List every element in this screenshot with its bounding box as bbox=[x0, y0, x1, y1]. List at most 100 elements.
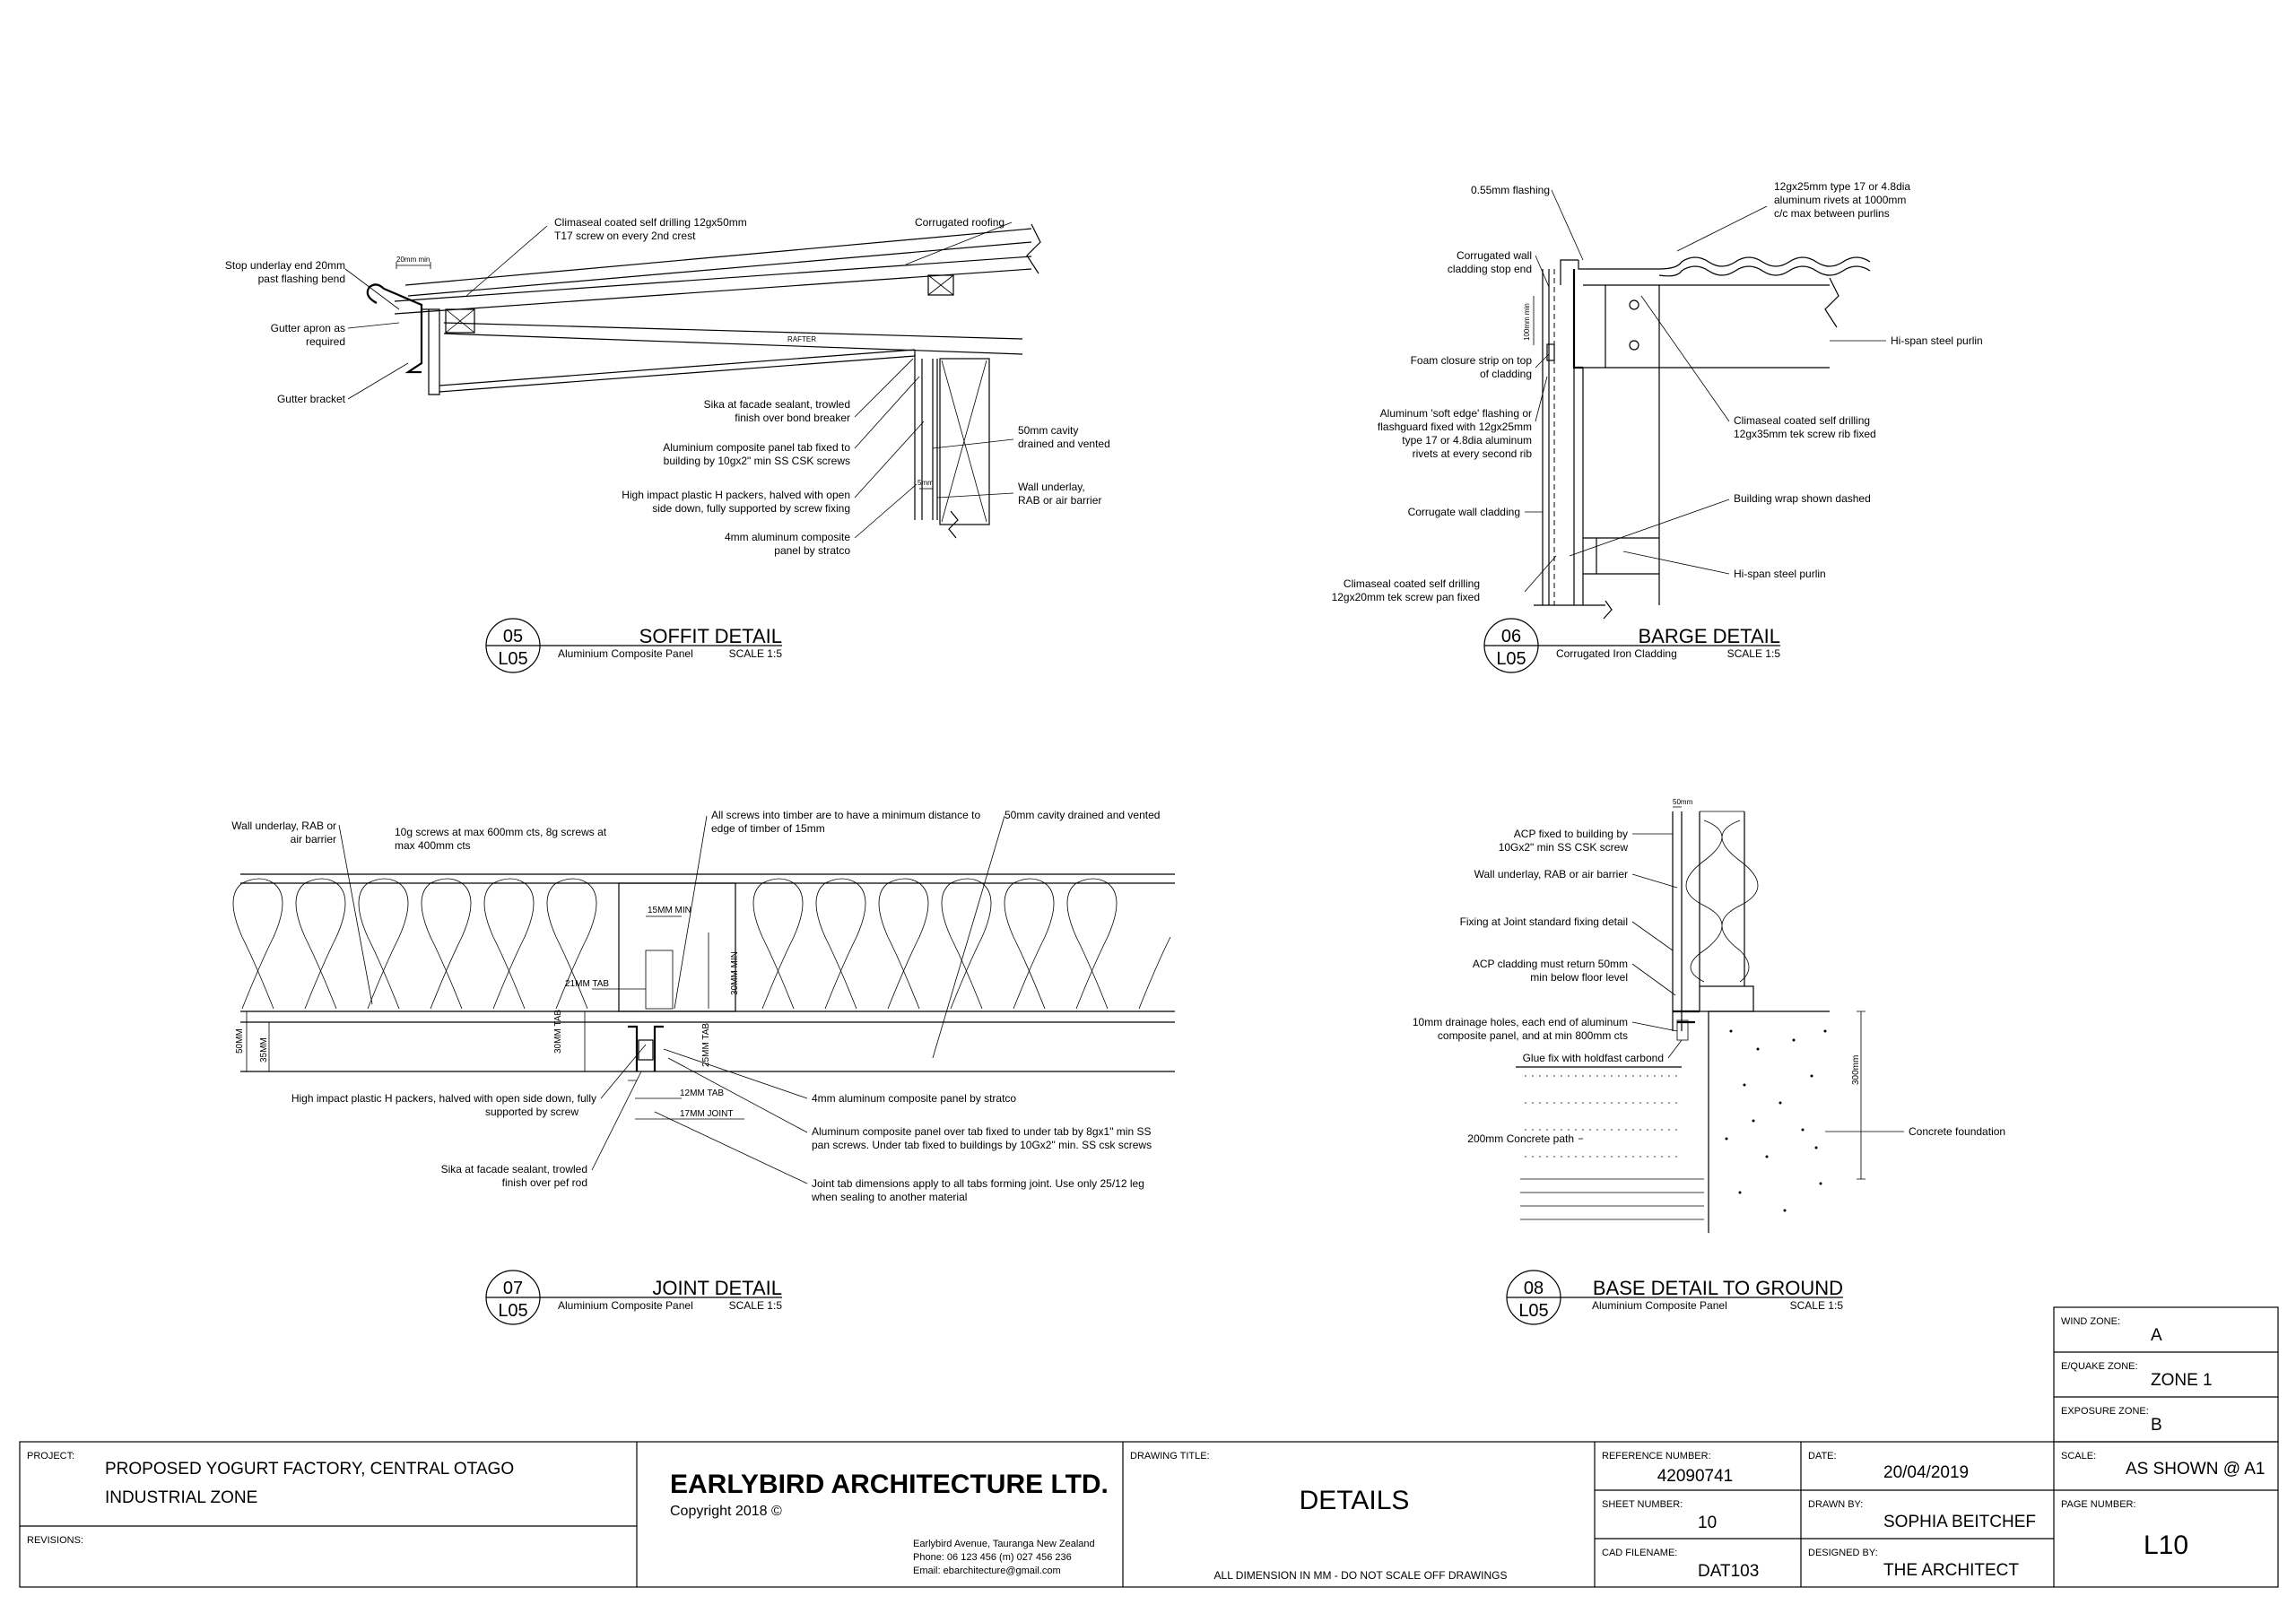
barge-label-softedge-4: rivets at every second rib bbox=[1413, 447, 1533, 460]
project-label: PROJECT: bbox=[27, 1451, 74, 1462]
joint-dim-30mm-tab: 30MM TAB bbox=[553, 1010, 563, 1054]
joint-dim-15mm-min: 15MM MIN bbox=[648, 906, 691, 915]
firm-email: Email: ebarchitecture@gmail.com bbox=[913, 1566, 1061, 1576]
soffit-label-bracket: Gutter bracket bbox=[277, 393, 346, 405]
soffit-label-acp-2: panel by stratco bbox=[774, 544, 850, 557]
wind-zone-value: A bbox=[2151, 1326, 2162, 1345]
base-label-path: 200mm Concrete path bbox=[1467, 1132, 1574, 1145]
base-label-fixing: Fixing at Joint standard fixing detail bbox=[1460, 915, 1628, 928]
project-line-2: INDUSTRIAL ZONE bbox=[105, 1488, 257, 1507]
joint-label-packers-1: High impact plastic H packers, halved wi… bbox=[291, 1092, 596, 1105]
joint-dim-21mm-tab: 21MM TAB bbox=[565, 979, 609, 989]
joint-dim-30mm-min: 30MM MIN bbox=[730, 951, 740, 995]
page-number-value: L10 bbox=[2144, 1531, 2188, 1560]
scale-label: SCALE: bbox=[2061, 1451, 2096, 1462]
soffit-label-packer-2: side down, fully supported by screw fixi… bbox=[652, 502, 850, 515]
exposure-zone-value: B bbox=[2151, 1416, 2162, 1435]
joint-detail-subtitle: Aluminium Composite Panel bbox=[558, 1299, 693, 1312]
joint-dim-12mm-tab: 12MM TAB bbox=[680, 1089, 724, 1098]
scale-value: AS SHOWN @ A1 bbox=[2126, 1460, 2266, 1479]
sheet-number-label: SHEET NUMBER: bbox=[1602, 1499, 1683, 1510]
project-line-1: PROPOSED YOGURT FACTORY, CENTRAL OTAGO bbox=[105, 1460, 514, 1479]
soffit-detail-title: SOFFIT DETAIL bbox=[639, 625, 782, 647]
barge-label-rivets-3: c/c max between purlins bbox=[1774, 207, 1890, 220]
title-block: PROJECT: PROPOSED YOGURT FACTORY, CENTRA… bbox=[19, 1441, 2279, 1588]
base-label-foundation: Concrete foundation bbox=[1909, 1125, 2005, 1138]
base-label-return-1: ACP cladding must return 50mm bbox=[1473, 958, 1628, 970]
cad-filename-value: DAT103 bbox=[1698, 1562, 1759, 1581]
base-label-drainage-1: 10mm drainage holes, each end of aluminu… bbox=[1413, 1016, 1628, 1028]
soffit-label-apron-1: Gutter apron as bbox=[271, 322, 345, 334]
zone-box: WIND ZONE: A E/QUAKE ZONE: ZONE 1 EXPOSU… bbox=[2053, 1306, 2279, 1443]
base-detail: 300mm 50mm ACP fixed to building by 10Gx… bbox=[1413, 798, 2005, 1325]
barge-label-wrap: Building wrap shown dashed bbox=[1734, 492, 1871, 505]
joint-label-overtab-1: Aluminum composite panel over tab fixed … bbox=[812, 1125, 1151, 1138]
joint-label-timber-2: edge of timber of 15mm bbox=[711, 822, 825, 835]
barge-detail-title: BARGE DETAIL bbox=[1638, 625, 1780, 647]
soffit-label-wrap-1: Wall underlay, bbox=[1018, 481, 1085, 493]
barge-label-ribfixed-2: 12gx35mm tek screw rib fixed bbox=[1734, 428, 1876, 440]
joint-detail-sheet-ref: L05 bbox=[498, 1301, 527, 1321]
dim-small: 5mm bbox=[918, 479, 934, 487]
joint-dim-17mm-joint: 17MM JOINT bbox=[680, 1109, 733, 1119]
wind-zone-label: WIND ZONE: bbox=[2061, 1316, 2120, 1327]
page-number-label: PAGE NUMBER: bbox=[2061, 1499, 2136, 1510]
cad-filename-label: CAD FILENAME: bbox=[1602, 1548, 1677, 1558]
drawing-title: DETAILS bbox=[1300, 1486, 1410, 1515]
joint-label-dims-1: Joint tab dimensions apply to all tabs f… bbox=[812, 1177, 1144, 1190]
base-label-acp-fixed-1: ACP fixed to building by bbox=[1514, 828, 1628, 840]
exposure-zone-label: EXPOSURE ZONE: bbox=[2061, 1406, 2149, 1417]
reference-label: REFERENCE NUMBER: bbox=[1602, 1451, 1711, 1462]
barge-label-purlin-top: Hi-span steel purlin bbox=[1891, 334, 1983, 347]
soffit-label-acp-1: 4mm aluminum composite bbox=[725, 531, 850, 543]
base-label-return-2: min below floor level bbox=[1530, 971, 1628, 984]
joint-dim-35mm: 35MM bbox=[259, 1037, 269, 1063]
soffit-detail-subtitle: Aluminium Composite Panel bbox=[558, 647, 693, 660]
soffit-label-sika-1: Sika at facade sealant, trowled bbox=[704, 398, 850, 411]
firm-copyright: Copyright 2018 © bbox=[670, 1504, 782, 1519]
drawing-title-label: DRAWING TITLE: bbox=[1130, 1451, 1210, 1462]
base-detail-number: 08 bbox=[1524, 1279, 1544, 1298]
date-label: DATE: bbox=[1808, 1451, 1837, 1462]
barge-label-softedge-1: Aluminum 'soft edge' flashing or bbox=[1380, 407, 1532, 420]
joint-label-screws-1: 10g screws at max 600mm cts, 8g screws a… bbox=[395, 826, 607, 838]
soffit-label-underlay-1: Stop underlay end 20mm bbox=[225, 259, 345, 272]
joint-label-sika-2: finish over pef rod bbox=[502, 1176, 587, 1189]
designed-by-value: THE ARCHITECT bbox=[1883, 1561, 2019, 1580]
barge-detail-subtitle: Corrugated Iron Cladding bbox=[1556, 647, 1677, 660]
barge-label-purlin-bottom: Hi-span steel purlin bbox=[1734, 568, 1826, 580]
joint-detail-title: JOINT DETAIL bbox=[652, 1277, 782, 1299]
designed-by-label: DESIGNED BY: bbox=[1808, 1548, 1878, 1558]
base-dim-300mm: 300mm bbox=[1851, 1055, 1861, 1085]
soffit-detail-number: 05 bbox=[503, 627, 523, 646]
joint-label-overtab-2: pan screws. Under tab fixed to buildings… bbox=[812, 1139, 1152, 1151]
reference-value: 42090741 bbox=[1657, 1467, 1734, 1486]
base-detail-title: BASE DETAIL TO GROUND bbox=[1593, 1277, 1843, 1299]
rafter-label: RAFTER bbox=[787, 335, 816, 343]
base-detail-sheet-ref: L05 bbox=[1518, 1301, 1548, 1321]
barge-detail-scale: SCALE 1:5 bbox=[1727, 647, 1781, 660]
joint-detail-number: 07 bbox=[503, 1279, 523, 1298]
barge-detail: 100mm min 0.55mm flashing 12gx25mm type … bbox=[1332, 180, 1983, 673]
joint-detail: 15MM MIN 21MM TAB 30MM MIN 30MM TAB 25MM… bbox=[231, 809, 1175, 1325]
barge-label-rivets-1: 12gx25mm type 17 or 4.8dia bbox=[1774, 180, 1910, 193]
soffit-detail-scale: SCALE 1:5 bbox=[729, 647, 783, 660]
barge-label-foam-2: of cladding bbox=[1480, 368, 1532, 380]
joint-label-packers-2: supported by screw bbox=[485, 1106, 578, 1118]
barge-label-rivets-2: aluminum rivets at 1000mm bbox=[1774, 194, 1906, 206]
soffit-label-packer-1: High impact plastic H packers, halved wi… bbox=[622, 489, 850, 501]
soffit-label-roofing: Corrugated roofing bbox=[915, 216, 1004, 229]
base-detail-scale: SCALE 1:5 bbox=[1790, 1299, 1844, 1312]
barge-detail-number: 06 bbox=[1501, 627, 1521, 646]
joint-label-acp: 4mm aluminum composite panel by stratco bbox=[812, 1092, 1016, 1105]
soffit-label-screw-1: Climaseal coated self drilling 12gx50mm bbox=[554, 216, 747, 229]
revisions-label: REVISIONS: bbox=[27, 1535, 83, 1546]
joint-label-screws-2: max 400mm cts bbox=[395, 839, 471, 852]
barge-label-ribfixed-1: Climaseal coated self drilling bbox=[1734, 414, 1870, 427]
barge-label-softedge-2: flashguard fixed with 12gx25mm bbox=[1378, 421, 1532, 433]
soffit-label-screw-2: T17 screw on every 2nd crest bbox=[554, 230, 696, 242]
joint-label-sika-1: Sika at facade sealant, trowled bbox=[441, 1163, 587, 1175]
joint-dim-50mm: 50MM bbox=[235, 1028, 245, 1054]
barge-label-softedge-3: type 17 or 4.8dia aluminum bbox=[1402, 434, 1532, 447]
